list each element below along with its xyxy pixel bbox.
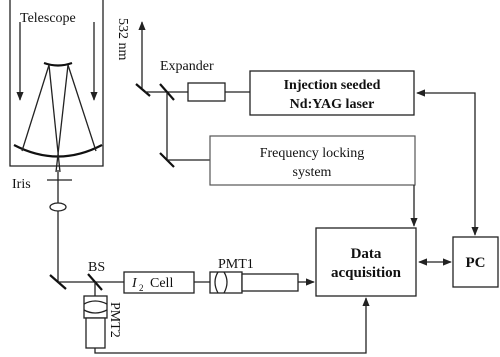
data-label-line2: acquisition <box>331 265 402 281</box>
i2-cell-word: Cell <box>150 276 173 291</box>
nd-yag-laser-box <box>249 70 415 116</box>
laser-label-line2: Nd:YAG laser <box>290 97 375 112</box>
frequency-locking-box <box>209 135 416 186</box>
telescope-label: Telescope <box>20 11 76 26</box>
transmitter: 532 nm Expander Injection seeded Nd:YAG … <box>115 18 416 186</box>
expander-label: Expander <box>160 59 214 74</box>
i2-cell-symbol: I <box>131 276 138 291</box>
freq-label-line2: system <box>293 165 332 180</box>
laser-label-line1: Injection seeded <box>284 78 381 93</box>
freq-label-line1: Frequency locking <box>260 146 365 161</box>
bs-label: BS <box>88 260 105 275</box>
i2-cell <box>123 271 195 294</box>
pc-label: PC <box>466 255 486 271</box>
data-label-line1: Data <box>351 246 382 262</box>
beam-expander <box>187 82 226 102</box>
data-acquisition-box <box>315 227 417 297</box>
ray-l1 <box>21 64 50 152</box>
laser-pc-link <box>416 89 479 236</box>
steering-mirror-1 <box>135 83 151 97</box>
ray-r2 <box>55 64 69 173</box>
pmt2-label: PMT2 <box>107 302 122 338</box>
electronics: Data acquisition PC <box>94 89 499 354</box>
telescope: Telescope <box>9 0 104 173</box>
pmt2-lens-bottom <box>83 309 108 314</box>
pmt2-tube <box>85 317 106 349</box>
pmt2-lens-housing <box>83 295 108 319</box>
ray-r1 <box>67 64 97 152</box>
pmt1-lens-right <box>223 271 228 294</box>
iris-label: Iris <box>12 177 31 192</box>
pmt1: PMT1 <box>209 257 299 294</box>
pmt1-label: PMT1 <box>218 257 254 272</box>
pc-box <box>452 236 499 288</box>
i2-cell-subscript: 2 <box>139 283 144 293</box>
wavelength-label: 532 nm <box>115 18 130 61</box>
pmt1-tube <box>241 273 299 292</box>
pmt2-to-daq <box>94 297 370 354</box>
pmt1-lens-left <box>214 271 219 294</box>
pmt2: PMT2 <box>83 295 122 349</box>
collimating-lens <box>49 202 67 212</box>
pmt2-lens-top <box>83 300 108 305</box>
secondary-mirror <box>43 61 73 67</box>
receiver-path: Iris BS I 2 Cell PMT1 PMT2 <box>12 170 299 349</box>
